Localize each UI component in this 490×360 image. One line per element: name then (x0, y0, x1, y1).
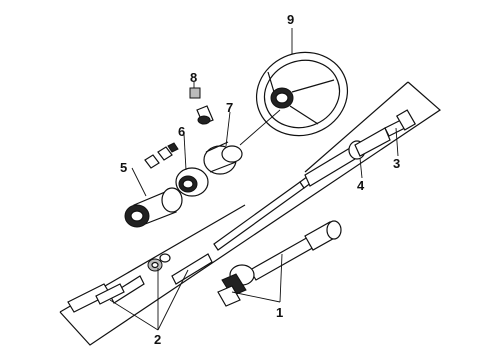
upper-bearing (175, 167, 209, 197)
callout-8: 8 (190, 70, 197, 85)
callout-2: 2 (154, 332, 161, 347)
callout-1: 1 (276, 305, 283, 320)
horn-button (189, 87, 214, 125)
callout-7: 7 (226, 100, 233, 115)
shaft-bushings (67, 253, 213, 313)
callout-9: 9 (287, 12, 294, 27)
callout-5: 5 (120, 160, 127, 175)
steering-wheel (239, 51, 349, 146)
callout-3: 3 (393, 156, 400, 171)
callout-4: 4 (357, 178, 365, 193)
inner-shaft (213, 109, 417, 251)
callout-6: 6 (178, 124, 185, 139)
leader-lines (109, 28, 399, 331)
retaining-clips (144, 142, 179, 169)
intermediate-shaft (217, 220, 342, 307)
column-housing-outline (59, 81, 441, 346)
column-sleeve (124, 187, 183, 228)
horn-contact-ring (203, 141, 243, 175)
